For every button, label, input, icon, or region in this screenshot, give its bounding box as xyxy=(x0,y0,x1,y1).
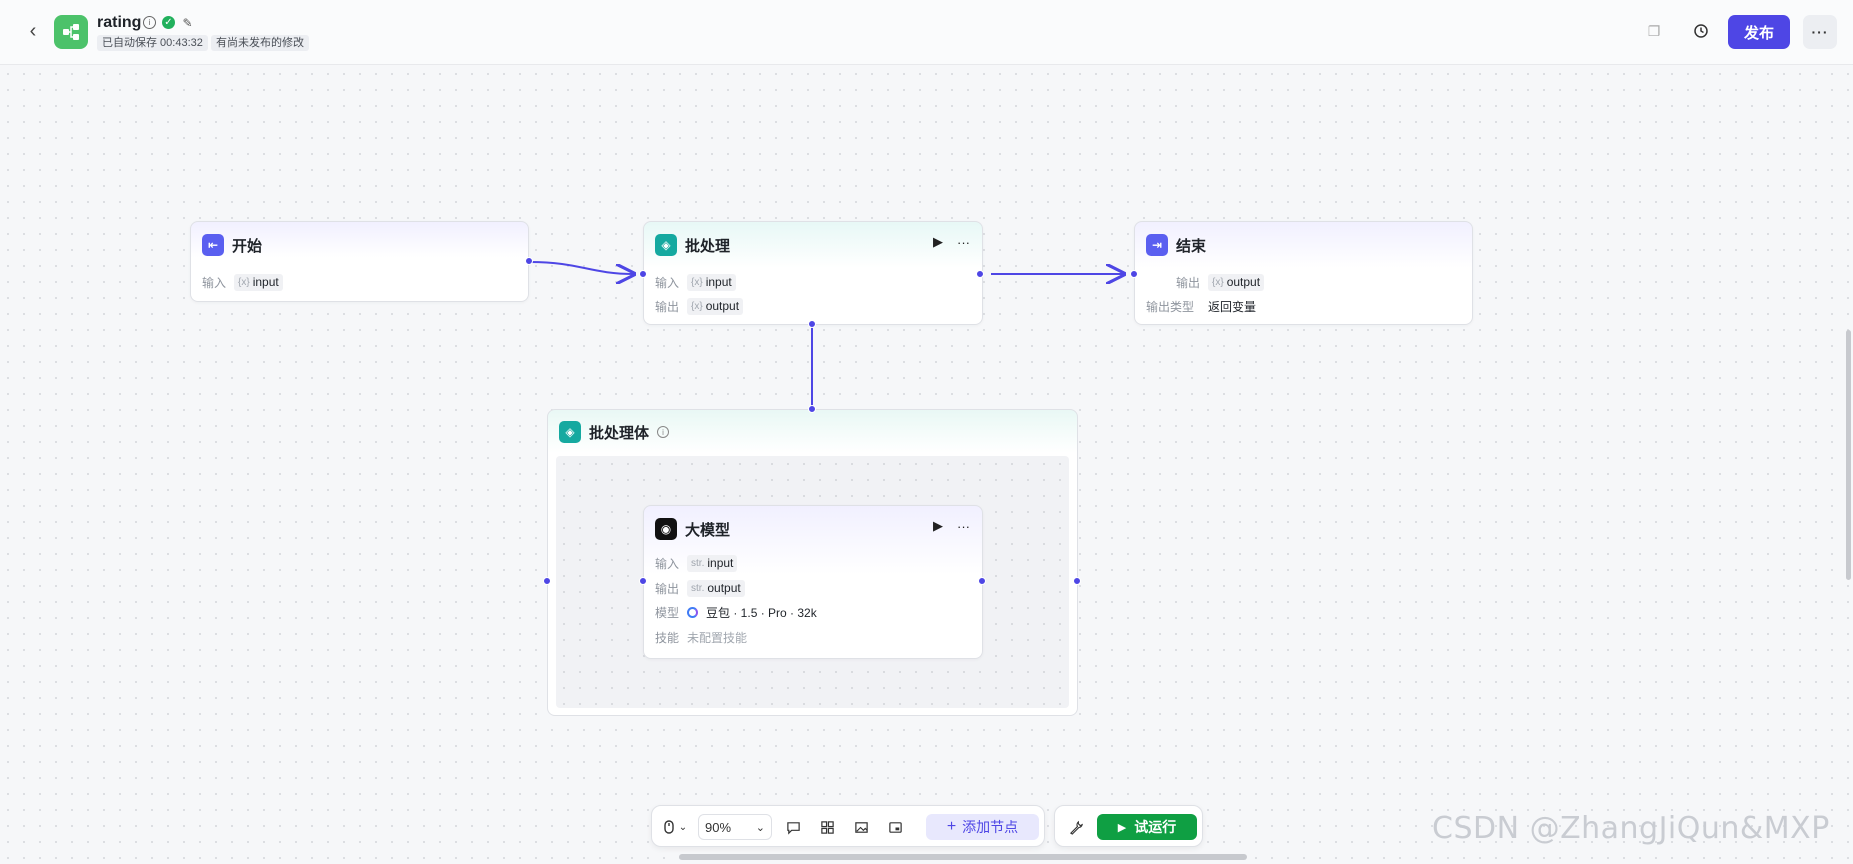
ellipsis-icon[interactable]: ··· xyxy=(957,234,970,250)
play-icon[interactable]: ▶ xyxy=(933,234,943,249)
layout-grid-icon[interactable] xyxy=(814,814,840,840)
start-icon: ⇤ xyxy=(202,234,224,256)
workflow-app-icon xyxy=(54,15,88,49)
output-kind-value: 返回变量 xyxy=(1208,299,1257,314)
node-llm[interactable]: ◉ 大模型 ▶ ··· 输入 str.input 输出 str.output 模… xyxy=(643,505,983,659)
canvas-toolbar: ⌄ 90%⌄ +添加节点 xyxy=(651,805,1045,847)
model-value: 豆包 · 1.5 · Pro · 32k xyxy=(706,605,817,620)
back-arrow-icon[interactable]: ‹ xyxy=(29,19,37,42)
row-label: 输出 xyxy=(655,299,680,314)
test-run-button[interactable]: ▶试运行 xyxy=(1097,814,1197,840)
llm-icon: ◉ xyxy=(655,518,677,540)
port-llm-in[interactable] xyxy=(639,577,647,585)
variable-chip: {x}output xyxy=(1208,273,1265,291)
variable-chip: str.output xyxy=(687,579,745,597)
port-llm-out[interactable] xyxy=(978,577,986,585)
layers-icon: ◈ xyxy=(559,421,581,443)
port-batch-in[interactable] xyxy=(639,270,647,278)
node-title: 大模型 xyxy=(685,521,731,539)
horizontal-scrollbar[interactable] xyxy=(679,854,1247,860)
vertical-scrollbar[interactable] xyxy=(1846,330,1851,580)
info-icon[interactable]: i xyxy=(143,16,156,29)
check-circle-icon: ✓ xyxy=(162,16,175,29)
skill-value: 未配置技能 xyxy=(687,630,748,645)
history-icon[interactable] xyxy=(1690,15,1712,47)
node-title: 开始 xyxy=(232,237,263,255)
node-title: 批处理体 xyxy=(589,424,650,442)
port-body-left[interactable] xyxy=(543,577,551,585)
comment-icon[interactable] xyxy=(780,814,806,840)
row-label: 模型 xyxy=(655,605,680,620)
edit-icon[interactable]: ✎ xyxy=(182,15,193,30)
minimap-icon[interactable] xyxy=(882,814,908,840)
chevron-down-icon: ⌄ xyxy=(755,821,765,834)
app-title: rating xyxy=(97,14,142,31)
publish-button[interactable]: 发布 xyxy=(1728,15,1790,49)
row-label: 输出 xyxy=(1175,275,1200,290)
wrench-icon[interactable] xyxy=(1063,814,1089,840)
info-icon[interactable]: i xyxy=(657,426,670,438)
row-label: 输出类型 xyxy=(1146,299,1195,314)
node-batch[interactable]: ◈ 批处理 ▶ ··· 输入 {x}input 输出 {x}output xyxy=(643,221,983,325)
doubao-logo-icon xyxy=(687,606,699,618)
node-end[interactable]: ⇥ 结束 输出 {x}output 输出类型 返回变量 xyxy=(1134,221,1473,325)
more-options-button[interactable]: ··· xyxy=(1803,15,1837,49)
copy-icon[interactable]: ❐ xyxy=(1647,22,1661,39)
variable-chip: {x}input xyxy=(234,273,283,291)
add-node-button[interactable]: +添加节点 xyxy=(926,814,1039,840)
autosave-status: 已自动保存 00:43:32 xyxy=(97,35,208,51)
port-start-out[interactable] xyxy=(525,257,533,265)
port-body-top[interactable] xyxy=(808,405,816,413)
unpublished-status: 有尚未发布的修改 xyxy=(211,35,309,51)
row-label: 输出 xyxy=(655,581,680,596)
node-title: 批处理 xyxy=(685,237,731,255)
variable-chip: {x}output xyxy=(687,297,744,315)
zoom-select[interactable]: 90%⌄ xyxy=(698,814,772,840)
layers-icon: ◈ xyxy=(655,234,677,256)
chevron-down-icon: ⌄ xyxy=(678,821,688,833)
variable-chip: {x}input xyxy=(687,273,736,291)
row-label: 输入 xyxy=(202,275,227,290)
node-start[interactable]: ⇤ 开始 输入 {x}input xyxy=(190,221,529,302)
top-header: ‹ rating i ✓ ✎ 已自动保存 00:43:32 有尚未发布的修改 ❐… xyxy=(0,0,1853,65)
port-batch-out[interactable] xyxy=(976,270,984,278)
port-batch-bottom[interactable] xyxy=(808,320,816,328)
ellipsis-icon[interactable]: ··· xyxy=(957,518,970,534)
node-title: 结束 xyxy=(1176,237,1207,255)
row-label: 技能 xyxy=(655,630,680,645)
plus-icon: + xyxy=(946,818,957,835)
mouse-mode-icon[interactable]: ⌄ xyxy=(660,814,688,840)
end-icon: ⇥ xyxy=(1146,234,1168,256)
play-icon[interactable]: ▶ xyxy=(933,518,943,533)
row-label: 输入 xyxy=(655,275,680,290)
variable-chip: str.input xyxy=(687,554,738,572)
row-label: 输入 xyxy=(655,556,680,571)
watermark: CSDN @ZhangJiQun&MXP xyxy=(1432,811,1830,846)
play-icon: ▶ xyxy=(1117,821,1127,834)
image-icon[interactable] xyxy=(848,814,874,840)
port-end-in[interactable] xyxy=(1130,270,1138,278)
run-toolbar: ▶试运行 xyxy=(1054,805,1203,847)
port-body-right[interactable] xyxy=(1073,577,1081,585)
